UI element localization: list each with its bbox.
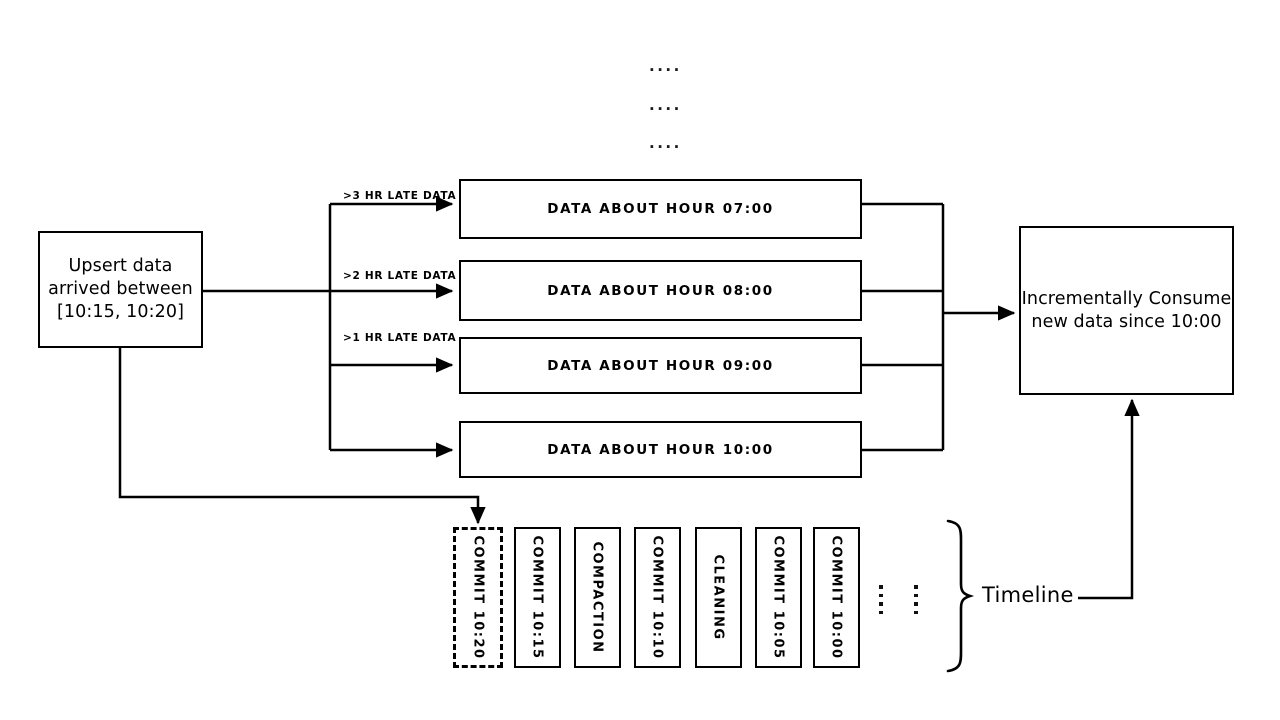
stack-continuation-dots-1: ....	[649, 57, 682, 75]
timeline-label: Timeline	[982, 583, 1074, 607]
commit-box-10-15: COMMIT 10:15	[514, 527, 561, 668]
hour-box-08-label: DATA ABOUT HOUR 08:00	[547, 282, 774, 299]
commit-box-10-10-label: COMMIT 10:10	[650, 535, 666, 660]
commit-box-10-00: COMMIT 10:00	[813, 527, 860, 668]
commit-box-10-15-label: COMMIT 10:15	[530, 535, 546, 660]
commit-box-10-20: COMMIT 10:20	[453, 527, 503, 668]
commit-box-10-20-label: COMMIT 10:20	[470, 535, 486, 660]
commit-box-10-05-label: COMMIT 10:05	[771, 535, 787, 660]
hour-box-07: DATA ABOUT HOUR 07:00	[459, 179, 862, 239]
upsert-source-line-2: arrived between	[48, 279, 193, 300]
stack-continuation-dots-3: ....	[649, 134, 682, 152]
hour-box-08: DATA ABOUT HOUR 08:00	[459, 260, 862, 321]
timeline-brace	[946, 519, 975, 673]
incremental-consume-box: Incrementally Consume new data since 10:…	[1019, 226, 1234, 395]
edge-source-to-fanout	[203, 204, 332, 450]
commit-box-10-05: COMMIT 10:05	[755, 527, 802, 668]
commit-box-compaction-label: COMPACTION	[590, 541, 606, 654]
incremental-consume-line-1: Incrementally Consume	[1021, 288, 1232, 309]
timeline-ellipsis-1	[879, 585, 883, 614]
upsert-source-line-3: [10:15, 10:20]	[56, 301, 185, 322]
hour-box-09-label: DATA ABOUT HOUR 09:00	[547, 357, 774, 374]
hour-box-07-label: DATA ABOUT HOUR 07:00	[547, 201, 774, 217]
edge-fanout-to-hour-boxes	[330, 196, 454, 458]
late-data-label-3hr: >3 HR LATE DATA	[343, 190, 457, 202]
edge-source-to-commit	[118, 348, 486, 525]
late-data-label-2hr: >2 HR LATE DATA	[343, 270, 457, 282]
incremental-consume-line-2: new data since 10:00	[1031, 311, 1222, 332]
timeline-ellipsis-2	[914, 585, 918, 614]
edge-hours-to-consume	[862, 202, 1016, 452]
hour-box-10-label: DATA ABOUT HOUR 10:00	[547, 441, 774, 458]
edge-timeline-to-consume	[1078, 398, 1140, 600]
commit-box-cleaning-label: CLEANING	[711, 554, 727, 641]
hour-box-10: DATA ABOUT HOUR 10:00	[459, 421, 862, 478]
upsert-source-box: Upsert data arrived between [10:15, 10:2…	[38, 231, 203, 348]
commit-box-10-00-label: COMMIT 10:00	[829, 535, 845, 660]
commit-box-cleaning: CLEANING	[695, 527, 742, 668]
upsert-source-line-1: Upsert data	[68, 256, 173, 277]
hour-box-09: DATA ABOUT HOUR 09:00	[459, 337, 862, 394]
late-data-label-1hr: >1 HR LATE DATA	[343, 332, 457, 344]
commit-box-compaction: COMPACTION	[574, 527, 621, 668]
stack-continuation-dots-2: ....	[649, 96, 682, 114]
commit-box-10-10: COMMIT 10:10	[634, 527, 681, 668]
